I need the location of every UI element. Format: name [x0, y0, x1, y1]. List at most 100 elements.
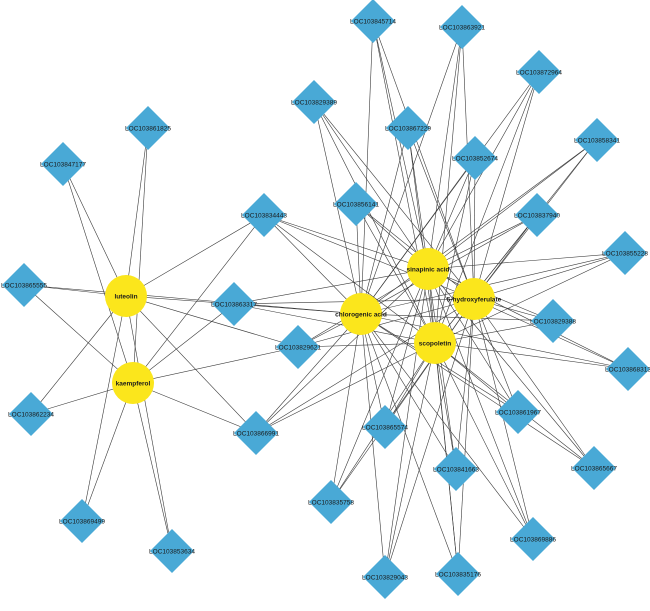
gene-diamond[interactable] [572, 446, 616, 490]
edge-scopoletin-g37940 [434, 214, 538, 344]
gene-node[interactable]: LOC103865667 [571, 446, 617, 490]
gene-diamond[interactable] [511, 517, 555, 561]
gene-node[interactable]: LOC103829389 [291, 80, 337, 124]
gene-node[interactable]: LOC103835176 [435, 552, 481, 596]
gene-diamond[interactable] [575, 118, 619, 162]
gene-diamond[interactable] [603, 231, 647, 275]
edge-chlorogenic-g35758 [330, 313, 362, 503]
gene-diamond[interactable] [606, 347, 650, 391]
edge-kaempferol-g47177 [62, 163, 134, 384]
edge-hydroxyferulate-g35176 [457, 298, 475, 575]
compound-label: sinapinic acid [407, 266, 450, 273]
gene-node[interactable]: LOC103863921 [439, 5, 485, 49]
edge-hydroxyferulate-g56141 [355, 203, 475, 300]
gene-node[interactable]: LOC103867229 [385, 106, 431, 150]
gene-diamond[interactable] [242, 193, 286, 237]
compound-circle[interactable] [105, 275, 147, 317]
gene-diamond[interactable] [440, 5, 484, 49]
compound-circle[interactable] [112, 362, 154, 404]
gene-node[interactable]: LOC103837940 [514, 193, 560, 237]
compound-node[interactable]: kaempferol [112, 362, 154, 404]
gene-label: LOC103861825 [125, 125, 171, 132]
gene-label: LOC103853634 [149, 548, 195, 555]
compound-node[interactable]: sinapinic acid [407, 248, 450, 290]
gene-node[interactable]: LOC103862234 [8, 392, 54, 436]
gene-diamond[interactable] [309, 480, 353, 524]
gene-diamond[interactable] [60, 499, 104, 543]
compound-circle[interactable] [453, 278, 495, 320]
gene-diamond[interactable] [212, 282, 256, 326]
gene-diamond[interactable] [334, 182, 378, 226]
edge-kaempferol-g34443 [132, 214, 265, 384]
edge-chlorogenic-g55228 [360, 252, 626, 315]
edge-scopoletin-g45714 [372, 20, 436, 344]
gene-label: LOC103855228 [602, 250, 648, 257]
edge-chlorogenic-g68313 [360, 313, 629, 370]
gene-diamond[interactable] [126, 106, 170, 150]
edge-luteolin-g61825 [125, 127, 149, 297]
edge-sinapinic-g35758 [330, 268, 429, 503]
gene-node[interactable]: LOC103841663 [433, 447, 479, 491]
gene-diamond[interactable] [234, 411, 278, 455]
gene-node[interactable]: LOC103829621 [275, 325, 321, 369]
gene-node[interactable]: LOC103865574 [362, 405, 408, 449]
compound-circle[interactable] [407, 248, 449, 290]
gene-diamond[interactable] [517, 50, 561, 94]
gene-diamond[interactable] [9, 392, 53, 436]
gene-diamond[interactable] [351, 0, 395, 43]
gene-node[interactable]: LOC103829043 [362, 555, 408, 599]
gene-label: LOC103829388 [530, 318, 576, 325]
gene-node[interactable]: LOC103872964 [516, 50, 562, 94]
gene-node[interactable]: LOC103861825 [125, 106, 171, 150]
gene-diamond[interactable] [531, 299, 575, 343]
gene-diamond[interactable] [276, 325, 320, 369]
gene-node[interactable]: LOC103847177 [40, 142, 86, 186]
gene-node[interactable]: LOC103869886 [510, 517, 556, 561]
gene-node[interactable]: LOC103855228 [602, 231, 648, 275]
edge-chlorogenic-g29389 [313, 101, 362, 315]
edge-hydroxyferulate-g29043 [384, 298, 475, 578]
gene-node[interactable]: LOC103866991 [233, 411, 279, 455]
gene-node[interactable]: LOC103835758 [308, 480, 354, 524]
compound-circle[interactable] [340, 293, 382, 335]
gene-node[interactable]: LOC103861967 [495, 390, 541, 434]
gene-label: LOC103829043 [362, 574, 408, 581]
gene-diamond[interactable] [363, 405, 407, 449]
gene-node[interactable]: LOC103852674 [452, 136, 498, 180]
gene-diamond[interactable] [41, 142, 85, 186]
edge-hydroxyferulate-g65667 [473, 298, 595, 469]
gene-diamond[interactable] [363, 555, 407, 599]
gene-node[interactable]: LOC103863317 [211, 282, 257, 326]
edge-hydroxyferulate-g72964 [473, 71, 540, 300]
gene-node[interactable]: LOC103856141 [333, 182, 379, 226]
gene-diamond[interactable] [292, 80, 336, 124]
compound-circle[interactable] [414, 322, 456, 364]
gene-diamond[interactable] [496, 390, 540, 434]
gene-node[interactable]: LOC103869499 [59, 499, 105, 543]
gene-label: LOC103867229 [385, 125, 431, 132]
gene-node[interactable]: LOC103834443 [241, 193, 287, 237]
gene-diamond[interactable] [434, 447, 478, 491]
edge-scopoletin-g67229 [407, 127, 436, 344]
gene-diamond[interactable] [515, 193, 559, 237]
compound-node[interactable]: scopoletin [414, 322, 456, 364]
gene-node[interactable]: LOC103853634 [149, 529, 195, 573]
gene-diamond[interactable] [436, 552, 480, 596]
gene-node[interactable]: LOC103868313 [605, 347, 650, 391]
edge-sinapinic-g41663 [427, 268, 457, 470]
compound-node[interactable]: 5-hydroxyferulate [447, 278, 502, 320]
edge-chlorogenic-g37940 [360, 214, 538, 315]
gene-node[interactable]: LOC103865555 [1, 263, 47, 307]
gene-diamond[interactable] [386, 106, 430, 150]
gene-diamond[interactable] [453, 136, 497, 180]
gene-node[interactable]: LOC103858341 [574, 118, 620, 162]
edge-scopoletin-g63317 [233, 303, 436, 344]
gene-node[interactable]: LOC103845714 [350, 0, 396, 43]
gene-label: LOC103829389 [291, 99, 337, 106]
edge-luteolin-g47177 [62, 163, 127, 297]
compound-node[interactable]: chlorogenic acid [335, 293, 387, 335]
gene-diamond[interactable] [150, 529, 194, 573]
compound-node[interactable]: luteolin [105, 275, 147, 317]
gene-diamond[interactable] [2, 263, 46, 307]
gene-node[interactable]: LOC103829388 [530, 299, 576, 343]
